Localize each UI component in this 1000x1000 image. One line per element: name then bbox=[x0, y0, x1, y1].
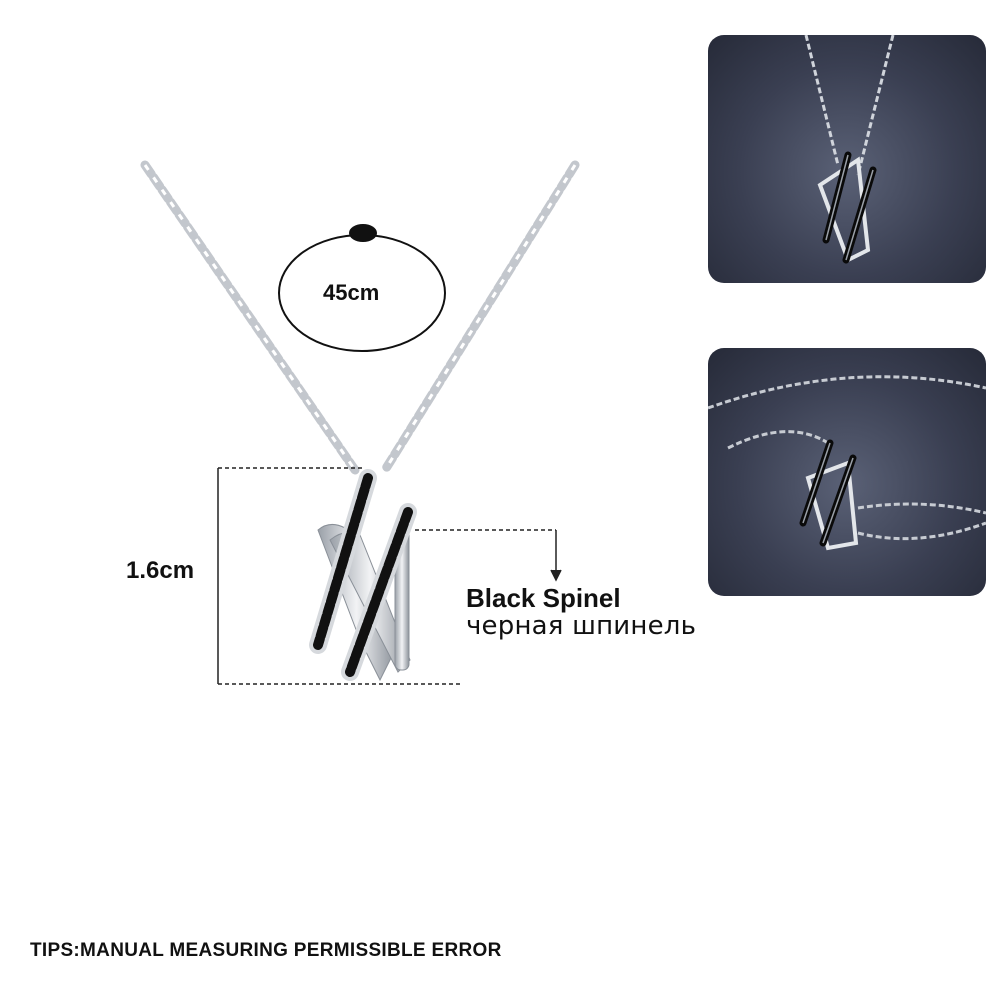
chain-length-diagram bbox=[278, 224, 446, 352]
stone-pointer bbox=[415, 529, 562, 582]
clasp-icon bbox=[349, 224, 377, 242]
product-photo-front bbox=[708, 35, 986, 283]
measurement-tips: TIPS:MANUAL MEASURING PERMISSIBLE ERROR bbox=[30, 940, 502, 961]
spinel-bar-right bbox=[341, 503, 417, 681]
chain-left bbox=[140, 160, 360, 475]
stone-name-english: Black Spinel bbox=[466, 583, 621, 613]
spinel-bar-left bbox=[309, 469, 377, 654]
chain-right bbox=[380, 160, 580, 475]
pendant-height-label: 1.6cm bbox=[126, 557, 195, 584]
chain-length-label: 45cm bbox=[323, 280, 380, 305]
stone-name-russian: черная шпинель bbox=[466, 611, 697, 641]
pendant-height-measure bbox=[217, 467, 460, 685]
pendant bbox=[309, 469, 417, 682]
product-photo-side bbox=[708, 348, 986, 596]
